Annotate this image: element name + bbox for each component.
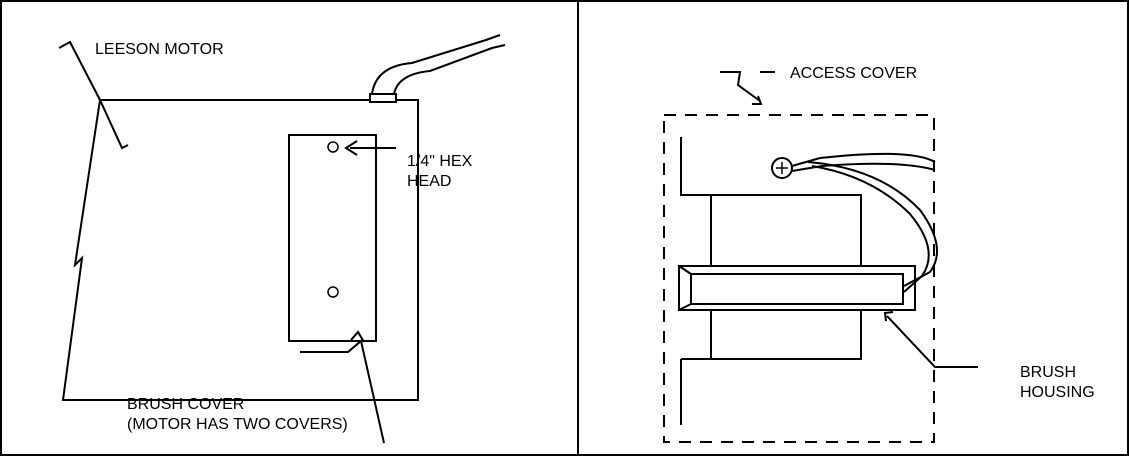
wire-lead-top-2 [791,162,936,172]
hex-head-label-line2: HEAD [407,173,451,190]
brush-housing-arrow-icon [883,311,894,322]
cable-grommet [369,93,397,103]
housing-corner-bl [678,303,692,311]
cable-line-1 [371,34,501,95]
wire-lead-down-1 [807,161,938,287]
wire-lead-top-1 [791,152,936,167]
brush-cover-leader-line [300,339,385,444]
brush-cover-plate [288,134,377,342]
access-cover-label: ACCESS COVER [790,65,917,82]
cable-line-2 [393,44,506,95]
access-cover-leader-line [720,71,761,102]
brush-housing-label-line1: BRUSH [1020,364,1076,381]
access-cover-arrow-icon [752,95,763,105]
hex-head-arrow-icon [344,140,358,156]
motor-body [61,99,419,401]
brush-housing-leader-line [886,315,978,368]
hex-screw-top [327,141,339,153]
brush-cover-label-line2: (MOTOR HAS TWO COVERS) [127,416,348,433]
right-panel: ACCESS COVER BRUSH HOUSING [663,65,1095,443]
hex-screw-bottom [327,286,339,298]
wire-lead-down-2 [811,165,930,293]
motor-end-wall-bottom [681,310,862,360]
access-cover-outline [663,114,935,443]
brush-cover-arrow-icon [350,330,365,343]
hex-head-label-line1: 1/4" HEX [407,153,473,170]
left-panel: LEESON MOTOR 1/4" HEX HEAD BRUSH COVER (… [58,34,506,444]
brush-housing-inner [690,273,904,305]
brush-housing-label-line2: HOUSING [1020,384,1095,401]
motor-label: LEESON MOTOR [95,41,224,58]
motor-leader-line [58,40,129,150]
housing-corner-tl [678,265,692,275]
brush-cover-label-line1: BRUSH COVER [127,396,244,413]
